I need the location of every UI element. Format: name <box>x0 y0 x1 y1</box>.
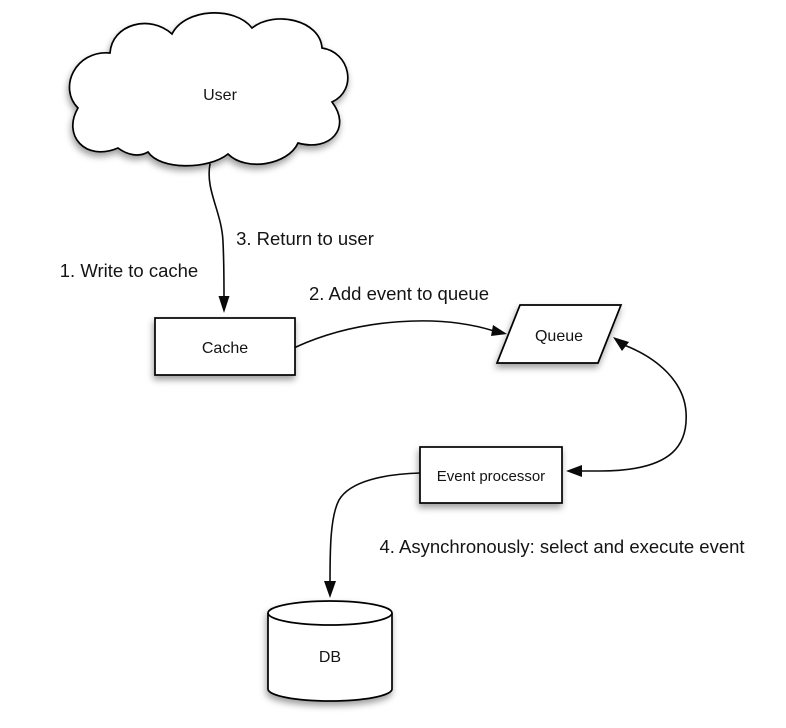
node-queue-label: Queue <box>535 328 583 345</box>
event-processor-box <box>419 446 563 504</box>
label-step1: 1. Write to cache <box>60 260 198 281</box>
edge-user-to-cache <box>208 163 230 313</box>
cloud-shape <box>68 12 349 167</box>
cache-to-queue-line <box>295 320 495 348</box>
event-processor-to-db-line <box>329 472 421 585</box>
edge-queue-event-processor <box>566 337 687 477</box>
arrowhead-into-queue-right <box>613 337 629 351</box>
node-db: DB <box>267 600 393 702</box>
node-cache-label: Cache <box>202 340 248 357</box>
user-to-cache-line <box>208 163 225 299</box>
edge-event-processor-to-db <box>324 472 421 598</box>
db-cylinder-body <box>267 613 393 702</box>
arrowhead-into-cache <box>218 296 230 313</box>
node-user-label: User <box>203 87 237 104</box>
queue-event-processor-line <box>579 344 687 472</box>
queue-parallelogram <box>495 304 623 364</box>
node-event-processor-label: Event processor <box>437 468 545 485</box>
arrowhead-into-db <box>324 581 336 598</box>
node-user: User <box>68 12 349 167</box>
cache-box <box>154 317 296 376</box>
arrowhead-into-event-processor <box>566 465 582 477</box>
label-step2: 2. Add event to queue <box>309 283 489 304</box>
db-cylinder-top <box>267 600 393 626</box>
edge-cache-to-queue <box>295 320 507 348</box>
label-step3: 3. Return to user <box>236 228 374 249</box>
label-step4: 4. Asynchronously: select and execute ev… <box>379 536 744 557</box>
node-cache: Cache <box>154 317 296 376</box>
node-queue: Queue <box>495 304 623 364</box>
arrowhead-into-queue-left <box>491 325 507 336</box>
node-db-label: DB <box>319 649 341 666</box>
node-event-processor: Event processor <box>419 446 563 504</box>
